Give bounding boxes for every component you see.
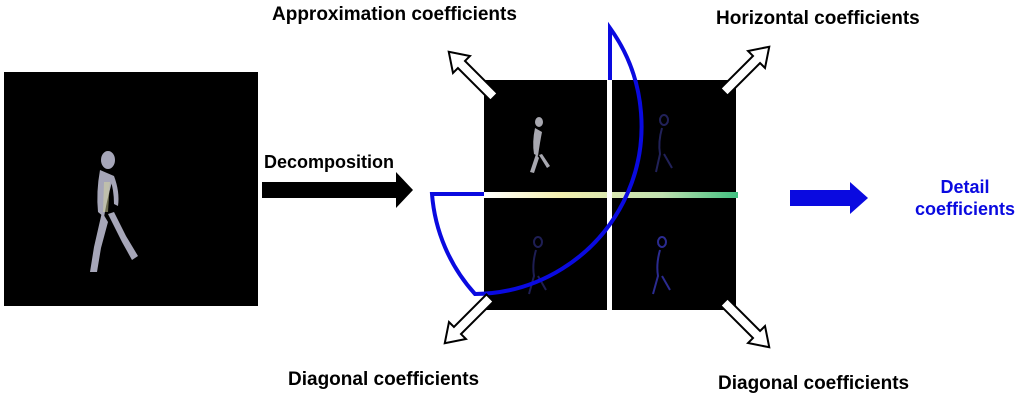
diagonal-left-label: Diagonal coefficients xyxy=(288,369,480,390)
detail-coefficients-label: Detail coefficients xyxy=(906,176,1024,220)
diagonal-left-arrow xyxy=(443,293,495,345)
detail-arc xyxy=(429,21,644,297)
decomposition-arrow xyxy=(262,172,413,208)
detail-label-line1: Detail xyxy=(940,177,990,197)
approximation-figure xyxy=(530,117,550,173)
horizontal-figure xyxy=(655,114,673,173)
approximation-label: Approximation coefficients xyxy=(272,4,517,25)
decomposition-label: Decomposition xyxy=(264,152,395,172)
original-image xyxy=(4,72,258,306)
vertical-separator xyxy=(607,80,612,310)
diagonal-right-arrow xyxy=(719,297,771,349)
diagonal-right-subimage xyxy=(612,198,736,310)
diagonal-left-figure xyxy=(528,236,547,295)
diagonal-right-label: Diagonal coefficients xyxy=(718,373,910,394)
horizontal-label: Horizontal coefficients xyxy=(716,8,920,29)
approximation-subimage xyxy=(484,80,608,192)
detail-arrow xyxy=(790,182,868,214)
detail-label-line2: coefficients xyxy=(914,199,1016,219)
diagonal-right-figure xyxy=(652,236,671,295)
approximation-arrow xyxy=(447,50,499,102)
horizontal-arrow xyxy=(719,45,771,97)
walking-figure-silhouette xyxy=(90,151,138,272)
horizontal-subimage xyxy=(612,80,736,192)
